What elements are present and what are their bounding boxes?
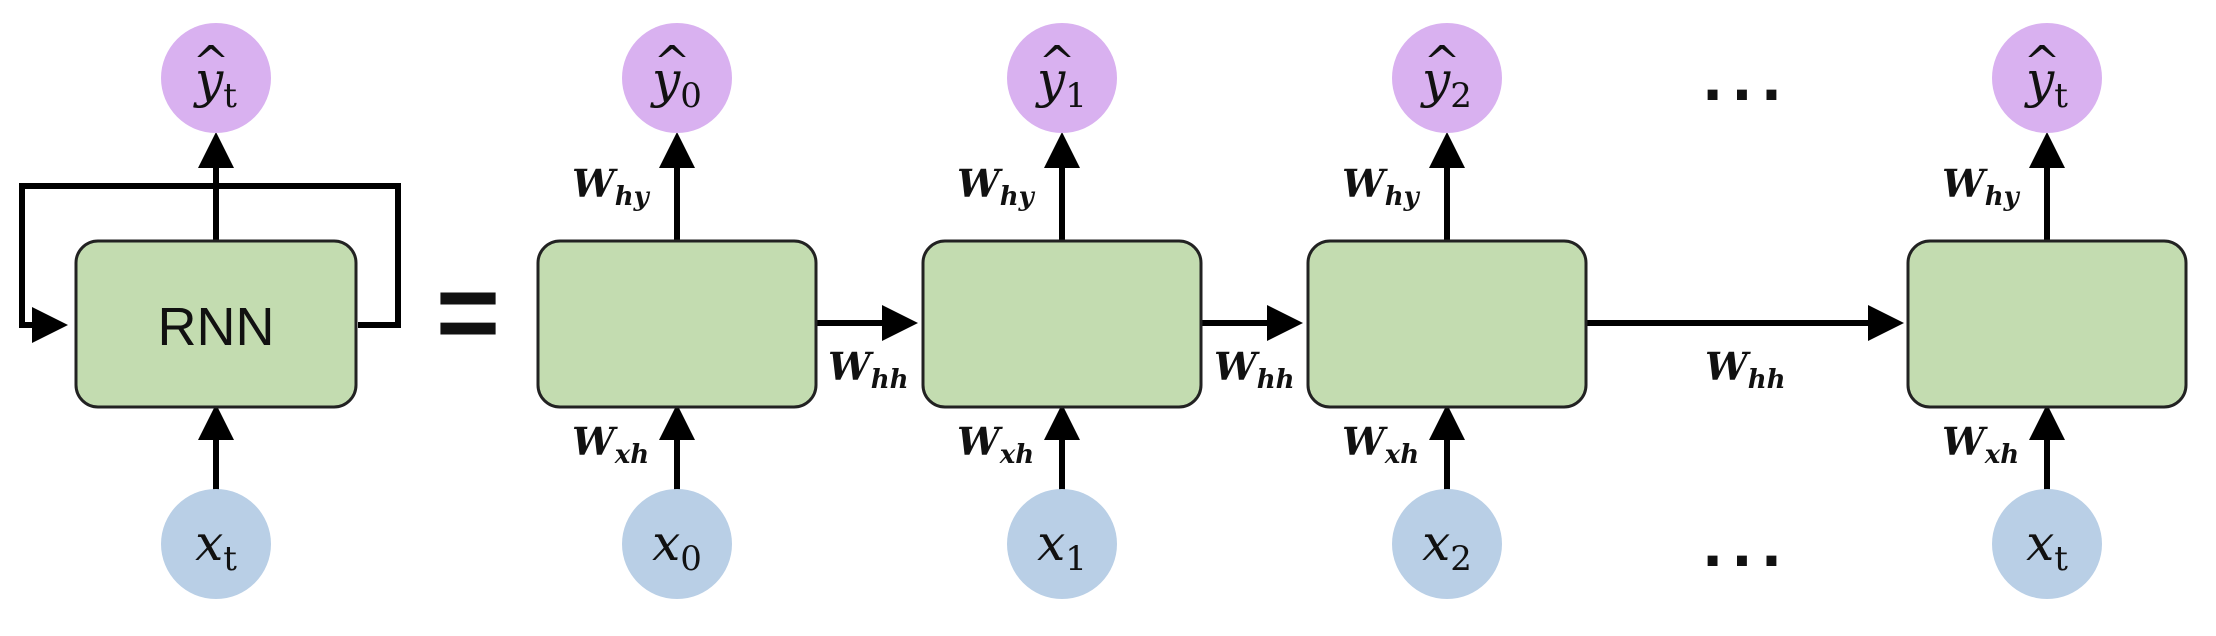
input-node: [1992, 489, 2102, 599]
output-node: [1392, 23, 1502, 133]
why-label: Why: [1342, 161, 1421, 212]
rnn-cell: [536, 239, 818, 409]
input-node: [1392, 489, 1502, 599]
rnn-cell: [921, 239, 1203, 409]
wxh-label: Wxh: [1942, 419, 2019, 470]
input-label: x2: [1422, 514, 1472, 579]
input-node: [1007, 489, 1117, 599]
output-label: y2: [1420, 51, 1472, 116]
output-hat: ^: [2024, 37, 2061, 88]
why-label: Why: [572, 161, 651, 212]
rolled-output-label: yt: [193, 51, 237, 116]
why-label: Why: [1942, 161, 2021, 212]
whh-label-2: Whh: [1705, 344, 1786, 395]
rnn-cell: [1306, 239, 1588, 409]
rolled-rnn: RNN yt ^ xt: [19, 23, 401, 599]
why-label: Why: [957, 161, 1036, 212]
rnn-cell: [1906, 239, 2188, 409]
wxh-label: Wxh: [572, 419, 649, 470]
whh-label-0: Whh: [828, 344, 909, 395]
ellipsis-top: ...: [1703, 37, 1791, 115]
equals-sign: =: [436, 251, 500, 374]
output-hat: ^: [654, 37, 691, 88]
input-label: x0: [652, 514, 702, 579]
rolled-input-node: [161, 489, 271, 599]
output-node: [1007, 23, 1117, 133]
input-label: xt: [2026, 514, 2068, 579]
output-node: [1992, 23, 2102, 133]
rolled-output-node: [161, 23, 271, 133]
input-node: [622, 489, 732, 599]
output-label: yt: [2024, 51, 2068, 116]
recurrent-loop-line: [19, 183, 401, 343]
input-label: x1: [1037, 514, 1087, 579]
output-node: [622, 23, 732, 133]
output-hat: ^: [1039, 37, 1076, 88]
rolled-input-label: xt: [195, 514, 237, 579]
whh-label-1: Whh: [1214, 344, 1295, 395]
output-hat: ^: [1424, 37, 1461, 88]
unrolled-rnn: y0^x0WhyWxhy1^x1WhyWxhy2^x2WhyWxhyt^xtWh…: [536, 23, 2188, 599]
output-label: y1: [1035, 51, 1087, 116]
output-label: y0: [650, 51, 702, 116]
rolled-output-hat: ^: [193, 37, 230, 88]
wxh-label: Wxh: [1342, 419, 1419, 470]
rolled-rnn-cell: [74, 239, 358, 409]
ellipsis-bottom: ...: [1703, 503, 1791, 581]
rnn-cell-label: RNN: [158, 297, 275, 357]
wxh-label: Wxh: [957, 419, 1034, 470]
